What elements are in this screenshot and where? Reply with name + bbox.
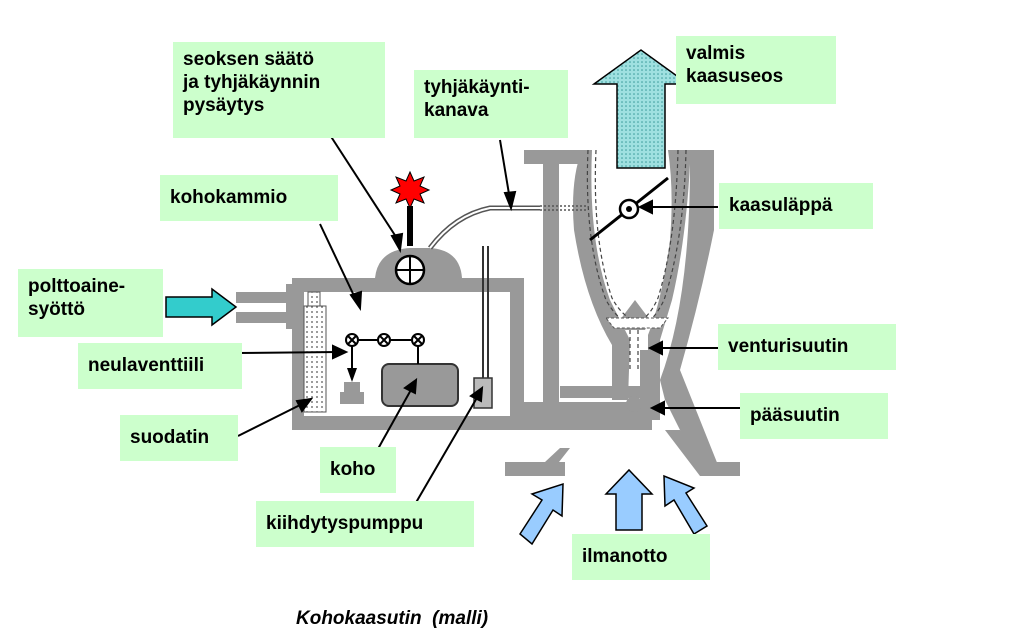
label-main-jet: pääsuutin: [740, 393, 888, 439]
filter: [303, 305, 327, 413]
label-needle-valve: neulaventtiili: [78, 343, 242, 389]
label-ready-mixture: valmis kaasuseos: [676, 36, 836, 104]
air-intake-arrows: [519, 468, 709, 546]
label-filter: suodatin: [120, 415, 238, 461]
float-lever: [345, 333, 425, 372]
label-mixture-adjust: seoksen säätö ja tyhjäkäynnin pysäytys: [173, 42, 385, 138]
float: [381, 363, 459, 407]
label-throttle-valve: kaasuläppä: [719, 183, 873, 229]
label-accelerator-pump: kiihdytyspumppu: [256, 501, 474, 547]
label-venturi-jet: venturisuutin: [718, 324, 896, 370]
idle-channel: [428, 205, 540, 250]
mixture-flow-lines: [586, 149, 687, 370]
label-float-chamber: kohokammio: [160, 175, 338, 221]
diagram-caption: Kohokaasutin (malli): [296, 608, 489, 629]
mixture-output-arrow: [591, 49, 691, 169]
fuel-inlet-plug: [307, 291, 321, 307]
needle-valve: [347, 368, 357, 382]
label-fuel-supply: polttoaine- syöttö: [18, 269, 163, 337]
mixture-stop-valve: [389, 170, 431, 286]
pointer-lines: [237, 134, 744, 507]
fuel-supply-arrow: [165, 287, 238, 327]
label-air-intake: ilmanotto: [572, 534, 710, 580]
label-float: koho: [320, 447, 396, 493]
label-idle-channel: tyhjäkäynti- kanava: [414, 70, 568, 138]
